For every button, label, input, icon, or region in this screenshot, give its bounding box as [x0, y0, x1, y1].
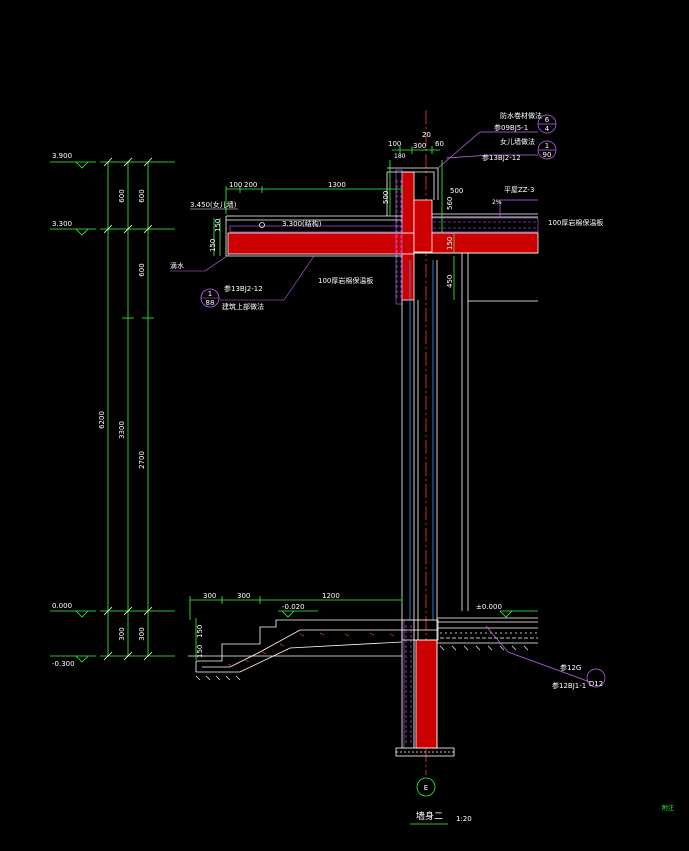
- dim-top-180: 180: [394, 153, 406, 160]
- canopy-dim-150c: 150: [446, 237, 454, 250]
- circle-c-label: D12: [589, 680, 603, 688]
- insulation-note: 100厚岩棉保温板: [318, 276, 373, 285]
- insulation-leader: [283, 255, 315, 301]
- exterior-steps: [188, 619, 403, 673]
- drawing-scale: 1:20: [456, 815, 472, 823]
- drip-label: 滴水: [170, 261, 184, 270]
- dim-top-20: 20: [422, 131, 431, 139]
- dim-outer-total: 6200: [98, 411, 106, 429]
- drawing-title: 墙身二: [416, 810, 443, 822]
- elevation-mark-2: 3.300: [50, 220, 96, 236]
- left-dimension-ticks: [103, 157, 153, 661]
- dim-middle-upper: 600: [118, 189, 126, 202]
- concrete-sections: [227, 171, 539, 749]
- dim-inner-mid: 600: [138, 263, 146, 276]
- dim-middle-lower: 300: [118, 627, 126, 640]
- corner-mark: 附注: [662, 804, 674, 812]
- roof-label: 平屋ZZ-3: [504, 186, 534, 194]
- bottom-dim-300a: 300: [203, 592, 216, 600]
- floor-elevation: ±0.000: [476, 603, 502, 611]
- canopy-dim-500: 500: [382, 191, 390, 204]
- circle-a-bottom: 4: [545, 125, 550, 133]
- top-dimension-lines: [213, 146, 455, 300]
- right-leaders: [437, 114, 606, 688]
- bottom-dim-150a: 150: [196, 645, 204, 658]
- ref-d-label: 参12BJ1-1: [552, 681, 586, 690]
- bottom-dim-1200: 1200: [322, 592, 340, 600]
- step-hatch: [227, 632, 395, 667]
- ref1-circle-top: 1: [208, 290, 212, 298]
- waterproof-label: 防水卷材做法: [500, 111, 542, 120]
- axis-label: E: [424, 784, 428, 792]
- elevation-mark-1: 3.900: [50, 152, 96, 169]
- ref-a-label: 参09BJ5-1: [494, 123, 528, 132]
- dim-top-200: 200: [244, 181, 257, 189]
- canopy-dim-560: 560: [446, 197, 454, 210]
- insulation-right-label: 100厚岩棉保温板: [548, 218, 603, 227]
- floor-slab-right: [437, 617, 538, 644]
- dim-top-1300: 1300: [328, 181, 346, 189]
- circle-b-bottom: 90: [543, 151, 552, 159]
- canopy-outline: [225, 167, 439, 257]
- bottom-dim-150b: 150: [196, 625, 204, 638]
- slope-label: 2%: [492, 199, 502, 206]
- roof-layers: [414, 213, 538, 611]
- elevation-text-2: 3.300: [52, 220, 72, 228]
- canopy-dim-150b: 150: [214, 219, 222, 232]
- elevation-text-1: 3.900: [52, 152, 72, 160]
- dim-top-100: 100: [229, 181, 242, 189]
- canopy-dim-150a: 150: [209, 239, 217, 252]
- canopy-dim-500b: 500: [450, 187, 463, 195]
- circle-a-top: 6: [545, 116, 550, 124]
- dim-middle-main: 3300: [118, 421, 126, 439]
- ref1-description: 建筑上部做法: [222, 302, 264, 311]
- ref-c-label: 参12G: [560, 663, 581, 672]
- dim-inner-bottom: 300: [138, 627, 146, 640]
- dim-top-60: 60: [435, 140, 444, 148]
- circle-b-top: 1: [545, 142, 549, 150]
- axis-bubble: [416, 777, 436, 797]
- ref1-circle-bottom: 88: [206, 299, 215, 307]
- ref1-note: 参13BJ2-12: [224, 284, 263, 293]
- dim-inner-top: 600: [138, 189, 146, 202]
- ground-hatch: [195, 645, 529, 681]
- elevation-text-4: -0.300: [52, 660, 75, 668]
- dim-top-300: 300: [413, 142, 426, 150]
- ref-b-label: 参13BJ2-12: [482, 153, 521, 162]
- drip-leader-2: [204, 253, 231, 272]
- step-elevation: -0.020: [282, 603, 305, 611]
- insulation-hatch: [229, 169, 539, 749]
- elevation-mark-3: 0.000: [50, 602, 96, 618]
- bottom-dim-300b: 300: [237, 592, 250, 600]
- elevation-mark-4: -0.300: [50, 655, 96, 668]
- bottom-dimension-lines: [189, 596, 538, 660]
- parapet-elevation-note: 3.450(女儿墙): [190, 200, 237, 209]
- left-dimension-lines: [100, 161, 175, 657]
- parapet-label: 女儿墙做法: [500, 137, 535, 146]
- elevation-text-3: 0.000: [52, 602, 72, 610]
- wall-lines: [401, 260, 438, 748]
- struct-elevation-note: 3.300(结构): [282, 219, 322, 228]
- dim-top-100b: 100: [388, 140, 401, 148]
- canopy-dim-450: 450: [446, 275, 454, 288]
- dim-inner-main: 2700: [138, 451, 146, 469]
